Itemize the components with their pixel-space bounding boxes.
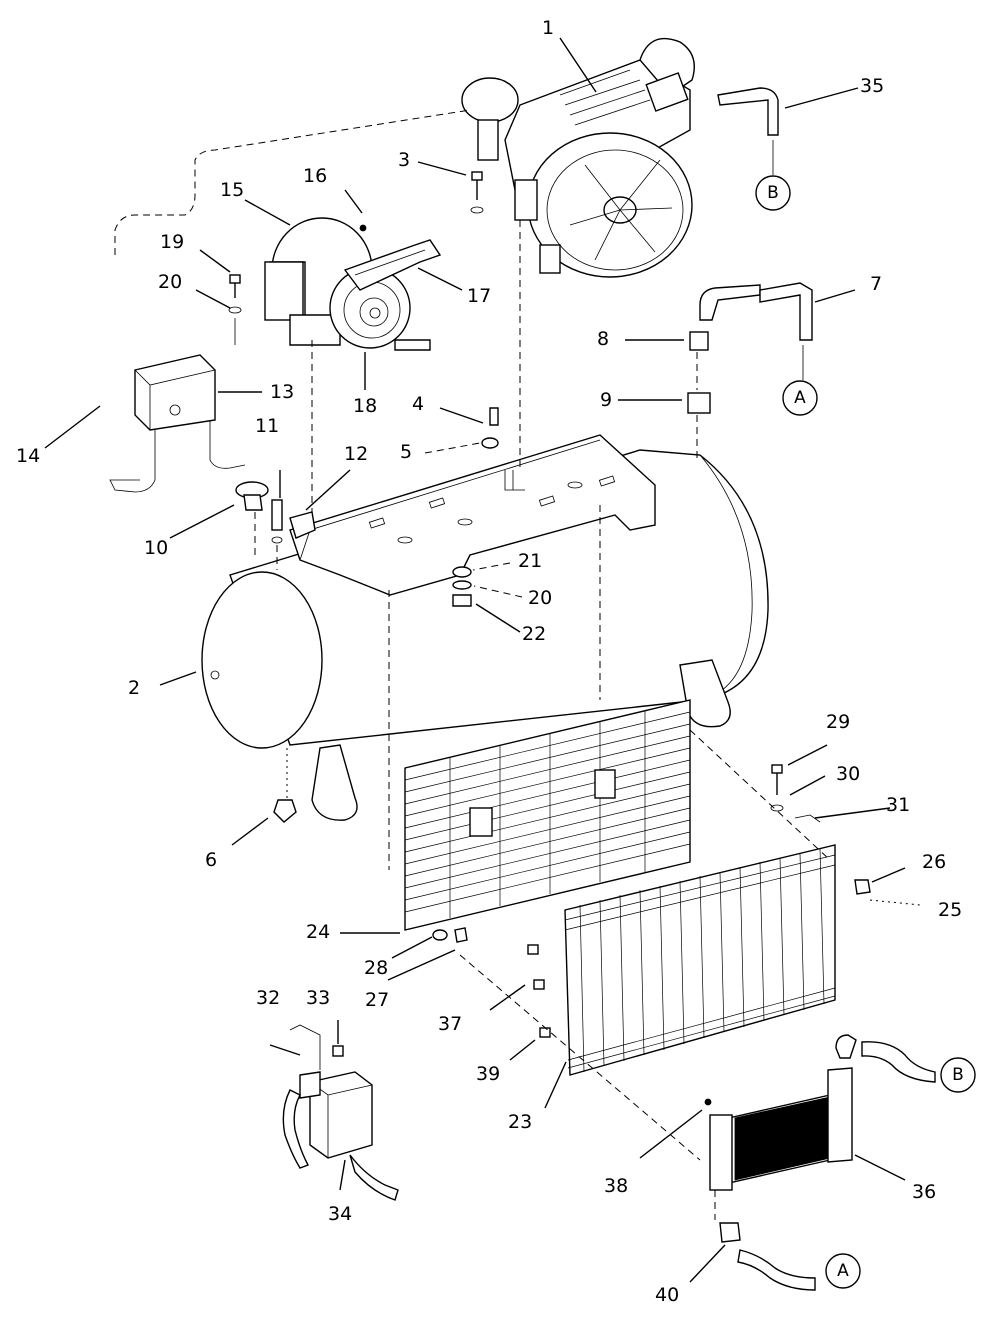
callout-7: 7 [870, 273, 882, 295]
connector-b-bottom: B [940, 1057, 976, 1093]
callout-19: 19 [160, 231, 184, 253]
callout-11: 11 [255, 415, 279, 437]
compressor-pump [461, 37, 695, 490]
callout-13: 13 [270, 381, 294, 403]
callout-34: 34 [328, 1203, 352, 1225]
callout-2: 2 [128, 677, 140, 699]
callout-30: 30 [836, 763, 860, 785]
callout-12: 12 [344, 443, 368, 465]
callout-25: 25 [938, 899, 962, 921]
connector-b-top: B [755, 175, 791, 211]
callout-27: 27 [365, 989, 389, 1011]
callout-3: 3 [398, 149, 410, 171]
callout-20b: 20 [528, 587, 552, 609]
callout-24: 24 [306, 921, 330, 943]
callout-22: 22 [522, 623, 546, 645]
callout-labels: 1 2 3 4 5 6 7 8 9 10 11 12 13 14 15 16 1… [16, 17, 962, 1306]
callout-36: 36 [912, 1181, 936, 1203]
pressure-switch [109, 354, 246, 493]
callout-35: 35 [860, 75, 884, 97]
connector-a-top: A [782, 380, 818, 416]
callout-6: 6 [205, 849, 217, 871]
callout-39: 39 [476, 1063, 500, 1085]
callout-1: 1 [542, 17, 554, 39]
callout-40: 40 [655, 1284, 679, 1306]
belt-guard-screen-front [459, 729, 921, 1161]
callout-20a: 20 [158, 271, 182, 293]
pump-saddle [289, 434, 656, 596]
gauge-and-valves [235, 481, 316, 570]
callout-5: 5 [400, 441, 412, 463]
connector-label: A [837, 1261, 849, 1281]
callout-18: 18 [353, 395, 377, 417]
mounting-hardware [452, 407, 499, 607]
connector-a-bottom: A [825, 1253, 861, 1289]
callout-17: 17 [467, 285, 491, 307]
callout-16: 16 [303, 165, 327, 187]
callout-23: 23 [508, 1111, 532, 1133]
callout-10: 10 [144, 537, 168, 559]
callout-32: 32 [256, 987, 280, 1009]
callout-26: 26 [922, 851, 946, 873]
callout-33: 33 [306, 987, 330, 1009]
connector-label: B [952, 1065, 964, 1085]
motor [114, 109, 471, 520]
callout-4: 4 [412, 393, 424, 415]
callout-38: 38 [604, 1175, 628, 1197]
callout-8: 8 [597, 328, 609, 350]
callout-28: 28 [364, 957, 388, 979]
upper-piping [687, 87, 813, 458]
callout-14: 14 [16, 445, 40, 467]
belt-guard-screen-rear [388, 505, 691, 943]
callout-9: 9 [600, 389, 612, 411]
leader-lines [44, 37, 906, 1283]
drain-box [282, 1024, 399, 1201]
callout-31: 31 [886, 794, 910, 816]
callout-15: 15 [220, 179, 244, 201]
callout-21: 21 [518, 550, 542, 572]
connector-label: B [767, 183, 779, 203]
callout-37: 37 [438, 1013, 462, 1035]
aftercooler [704, 1034, 936, 1291]
callout-29: 29 [826, 711, 850, 733]
connector-label: A [794, 388, 806, 408]
